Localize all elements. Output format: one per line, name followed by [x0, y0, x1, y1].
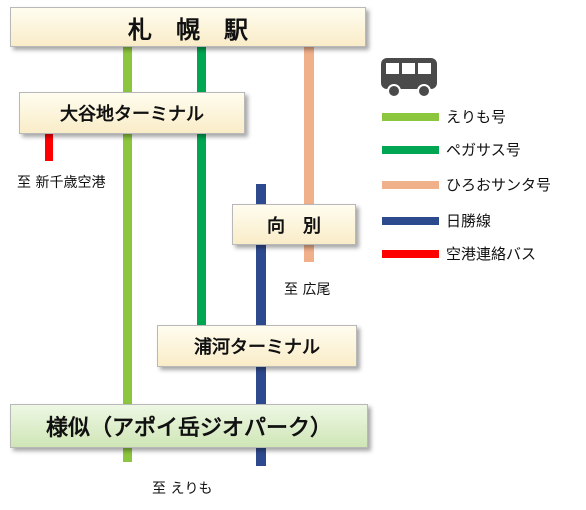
- legend-label-erimo: えりも号: [446, 108, 507, 126]
- legend-line-airport: [382, 250, 439, 258]
- legend-line-hiroo-santa: [382, 181, 439, 189]
- station-otani-label: 大谷地ターミナル: [60, 104, 204, 125]
- legend-label-hiroo-santa: ひろおサンタ号: [446, 176, 552, 194]
- station-sapporo-label: 札 幌 駅: [128, 15, 248, 44]
- destination-shinchitose: 至 新千歳空港: [17, 175, 106, 191]
- station-mukai: 向 別: [232, 204, 356, 245]
- legend-label-nissho: 日勝線: [446, 212, 492, 230]
- station-urakawa: 浦河ターミナル: [157, 325, 357, 367]
- destination-erimo: 至 えりも: [152, 481, 213, 497]
- route-line-hiroo-santa: [304, 40, 314, 262]
- station-samani: 様似（アポイ岳ジオパーク）: [10, 404, 368, 448]
- legend-line-erimo: [382, 113, 439, 121]
- legend-line-pegasus: [382, 146, 439, 154]
- legend-line-nissho: [382, 217, 439, 225]
- legend-label-airport: 空港連絡バス: [446, 245, 537, 263]
- station-otani: 大谷地ターミナル: [19, 92, 245, 134]
- station-sapporo: 札 幌 駅: [10, 7, 366, 47]
- destination-hiroo: 至 広尾: [284, 282, 331, 298]
- station-samani-label: 様似（アポイ岳ジオパーク）: [45, 416, 332, 441]
- bus-icon: [380, 57, 438, 103]
- station-urakawa-label: 浦河ターミナル: [194, 337, 320, 358]
- route-line-pegasus: [197, 40, 206, 328]
- station-mukai-label: 向 別: [267, 215, 321, 237]
- route-line-airport: [45, 130, 53, 161]
- route-line-erimo: [123, 40, 132, 462]
- legend-label-pegasus: ペガサス号: [446, 141, 521, 159]
